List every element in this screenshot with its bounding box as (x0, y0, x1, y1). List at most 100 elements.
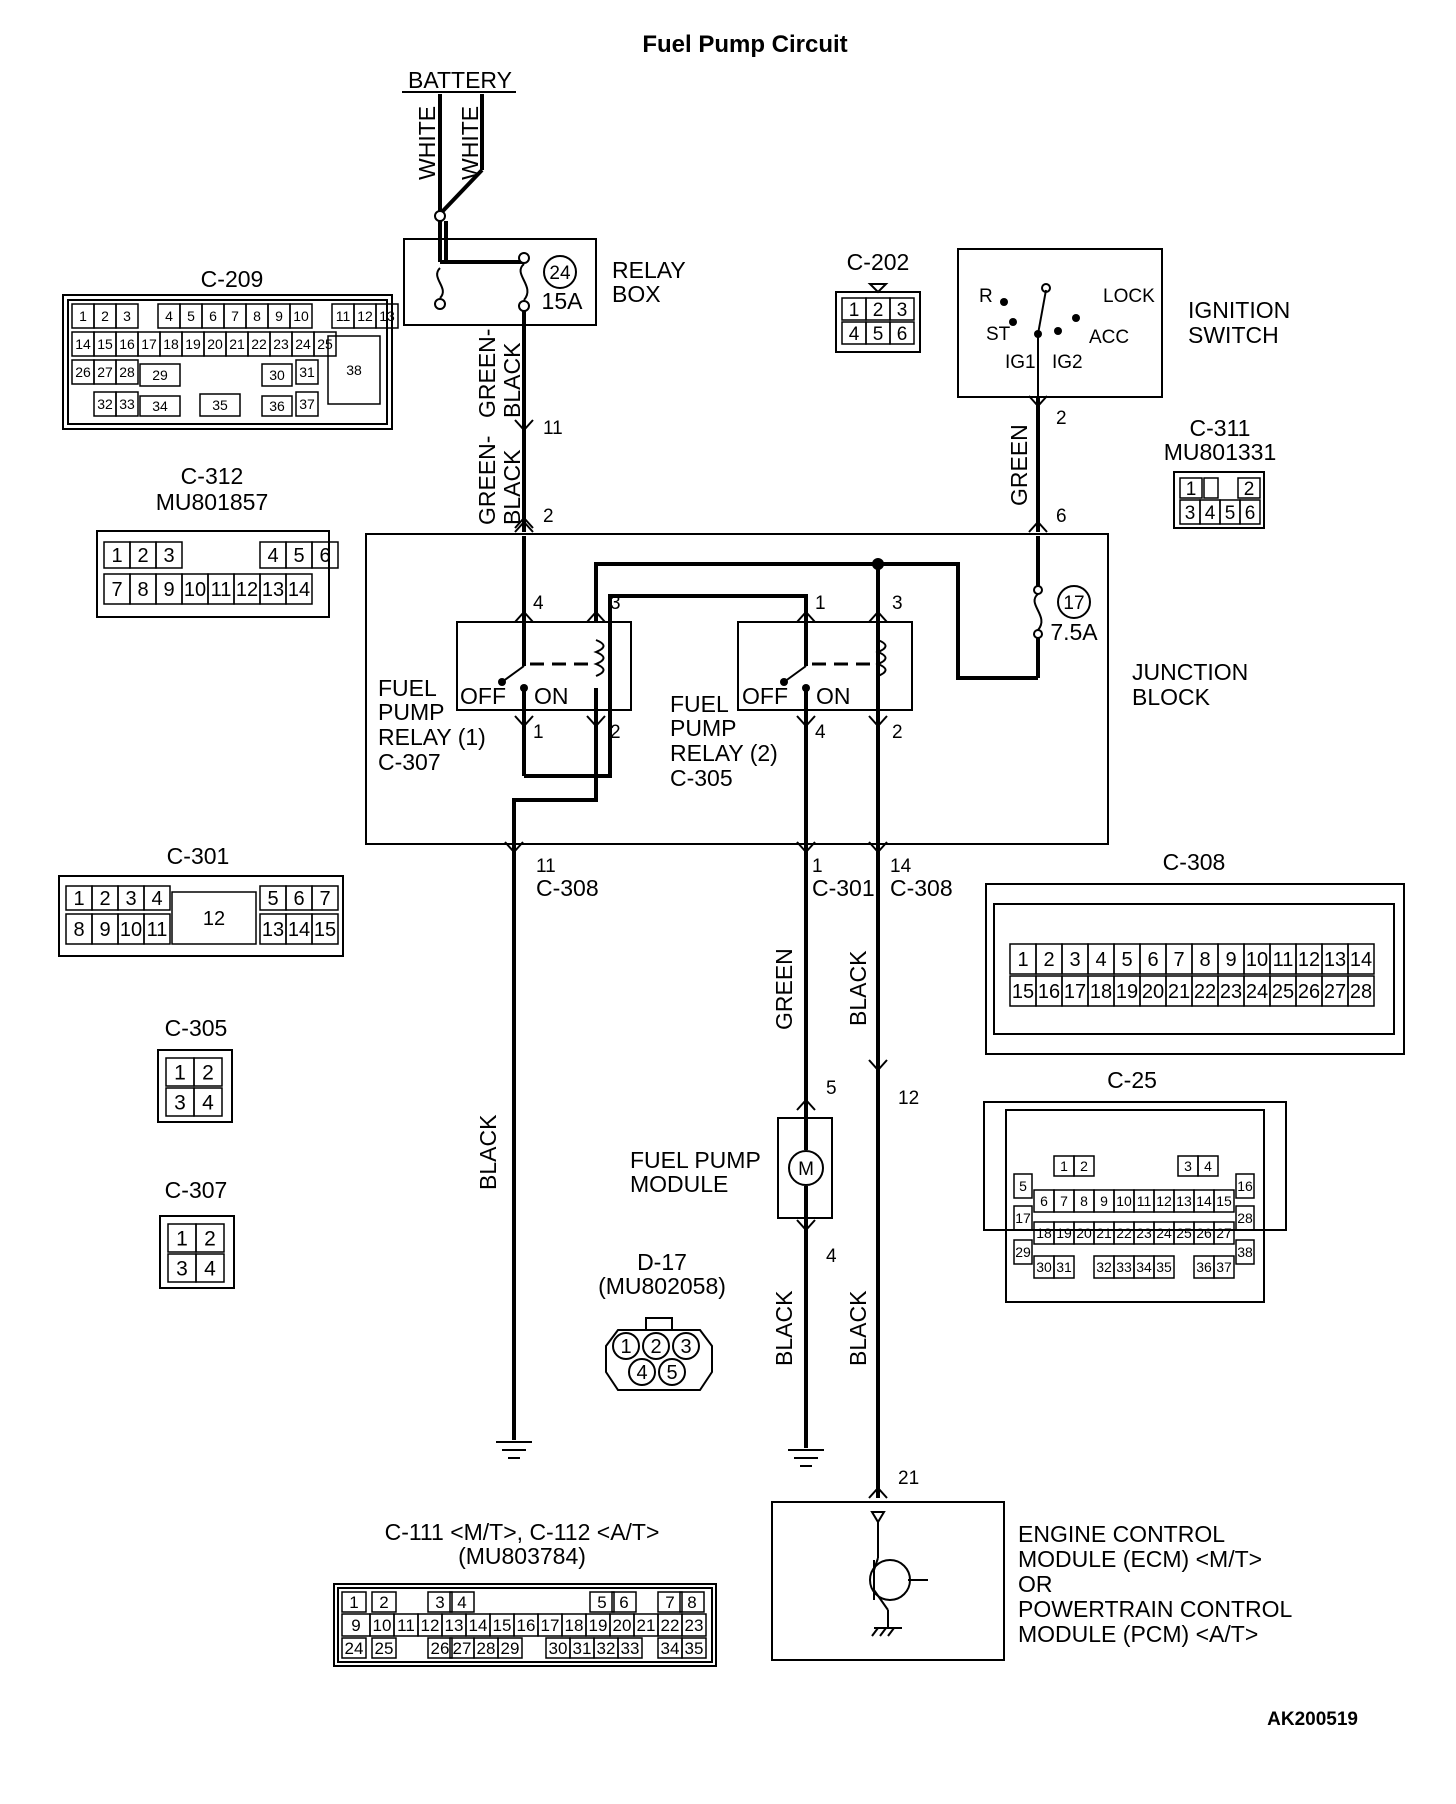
connector-pin-number: 7 (319, 888, 330, 910)
connector-pin-number: 8 (253, 308, 261, 324)
connector-pin-number: 13 (262, 579, 284, 601)
connector-pin-number: 24 (1246, 981, 1268, 1003)
connector-pin-cell (341, 1591, 367, 1613)
connector-pin-number: 7 (1060, 1193, 1068, 1209)
wire-black-left: BLACK (475, 1114, 501, 1190)
connector-pin-number: 5 (1121, 949, 1132, 971)
connector-pin-number: 2 (1043, 949, 1054, 971)
fuse-17-rating: 7.5A (1050, 619, 1098, 645)
connector-pin-number: 9 (163, 579, 174, 601)
connector-pin-number: 9 (1100, 1193, 1108, 1209)
relay-box: 24 15A RELAY BOX (403, 221, 686, 326)
connector-pin-cell (311, 541, 339, 569)
relay1-pin-3: 3 (610, 593, 621, 614)
connector-pin-number: 26 (75, 364, 91, 380)
connector-pin-number: 7 (1173, 949, 1184, 971)
ignition-label-2: SWITCH (1188, 322, 1279, 348)
connector-pin-cell (193, 1057, 223, 1087)
connector-pin-cell (195, 1253, 225, 1283)
connector-pin-number: 15 (314, 919, 336, 941)
connector-pin-number: 29 (152, 367, 168, 383)
connector-pin-number: 11 (147, 919, 168, 941)
connector-pin-number: 2 (99, 888, 110, 910)
connector-pin-number: 32 (597, 1639, 616, 1658)
connector-pin-number: 22 (1194, 981, 1216, 1003)
connector-pin-number: 19 (1116, 981, 1138, 1003)
connector-pin-number: 15 (1216, 1193, 1232, 1209)
connector-pin-cell (681, 1613, 707, 1637)
pin-11-c308: 11 (536, 856, 556, 877)
connector-pin-cell (1013, 1205, 1033, 1231)
d17-part: (MU802058) (598, 1273, 726, 1299)
connector-pin-number: 1 (1060, 1158, 1068, 1174)
connector-pin-number: 1 (111, 545, 122, 567)
connector-pin-number: 34 (661, 1639, 680, 1658)
relay2-label-4: C-305 (670, 765, 733, 791)
connector-pin-number: 6 (897, 324, 908, 345)
connector-pin-number: 1 (174, 1062, 186, 1085)
connector-pin-number: 3 (125, 888, 136, 910)
connector-pin-number: 10 (373, 1616, 392, 1635)
connector-pin-number: 16 (1038, 981, 1060, 1003)
connector-pin-number: 4 (204, 1258, 216, 1281)
connector-pin-number: 21 (1096, 1225, 1112, 1241)
connector-pin-number: 9 (1225, 949, 1236, 971)
relay2-pin-2: 2 (892, 722, 903, 743)
wire-color-white-2: WHITE (457, 106, 483, 180)
wire-green-ignition: GREEN (1006, 424, 1032, 506)
c307-name: C-307 (165, 1177, 228, 1203)
connector-pin-cell (1013, 1239, 1033, 1265)
connector-pin-number: 4 (1205, 503, 1216, 524)
connector-pin-number: 32 (97, 396, 113, 412)
pin-6-junction: 6 (1056, 506, 1067, 527)
relay2-label-2: PUMP (670, 715, 736, 741)
connector-pin-cell (889, 321, 915, 345)
connector-pin-number: 18 (1036, 1225, 1052, 1241)
connector-pin-cell (371, 1591, 397, 1613)
connector-pin-cell (1347, 975, 1375, 1007)
connector-pin-number: 3 (174, 1092, 186, 1115)
connector-pin-cell (115, 391, 139, 417)
connector-pin-number: 30 (549, 1639, 568, 1658)
connector-pin-cell (589, 1591, 615, 1613)
connector-pin-cell (1013, 1173, 1033, 1199)
c312-part: MU801857 (156, 489, 269, 515)
relay2-pin-1: 1 (815, 593, 826, 614)
relay1-label-4: C-307 (378, 749, 441, 775)
ign-r: R (979, 286, 993, 307)
connector-pin-number: 27 (1324, 981, 1346, 1003)
connector-pin-number: 36 (1196, 1259, 1212, 1275)
ecm-label-4: POWERTRAIN CONTROL (1018, 1596, 1293, 1622)
connector-pin-number: 31 (573, 1639, 592, 1658)
ign-ig2: IG2 (1052, 352, 1083, 373)
connector-pin-number: 12 (1156, 1193, 1172, 1209)
connector-pin-number: 20 (613, 1616, 632, 1635)
connector-pin-cell (1213, 1221, 1235, 1245)
ign-lock: LOCK (1103, 286, 1155, 307)
relay1-label-2: PUMP (378, 699, 444, 725)
diagram-title: Fuel Pump Circuit (642, 31, 847, 58)
connector-pin-cell (1235, 1173, 1255, 1199)
connector-pin-number: 13 (445, 1616, 464, 1635)
connector-pin-number: 10 (1246, 949, 1268, 971)
connector-pin-number: 7 (111, 579, 122, 601)
connector-pin-number: 34 (152, 398, 168, 414)
connector-pin-number: 3 (163, 545, 174, 567)
connector-pin-number: 30 (269, 367, 285, 383)
connector-pin-number: 22 (251, 336, 267, 352)
connector-pin-number: 21 (637, 1616, 656, 1635)
connector-pin-number: 1 (73, 888, 84, 910)
connector-pin-number: 11 (336, 308, 351, 324)
fuse-24-rating: 15A (542, 288, 584, 314)
connector-pin-number: 4 (457, 1593, 466, 1612)
connector-pin-number: 14 (1196, 1193, 1212, 1209)
connector-pin-number: 5 (1019, 1178, 1027, 1194)
connector-pin-number: 1 (620, 1336, 631, 1358)
connector-pin-cell (311, 913, 339, 945)
connector-pin-number: 2 (1244, 479, 1255, 500)
connector-pin-number: 12 (1298, 949, 1320, 971)
pin-14-c308: 14 (890, 856, 912, 877)
